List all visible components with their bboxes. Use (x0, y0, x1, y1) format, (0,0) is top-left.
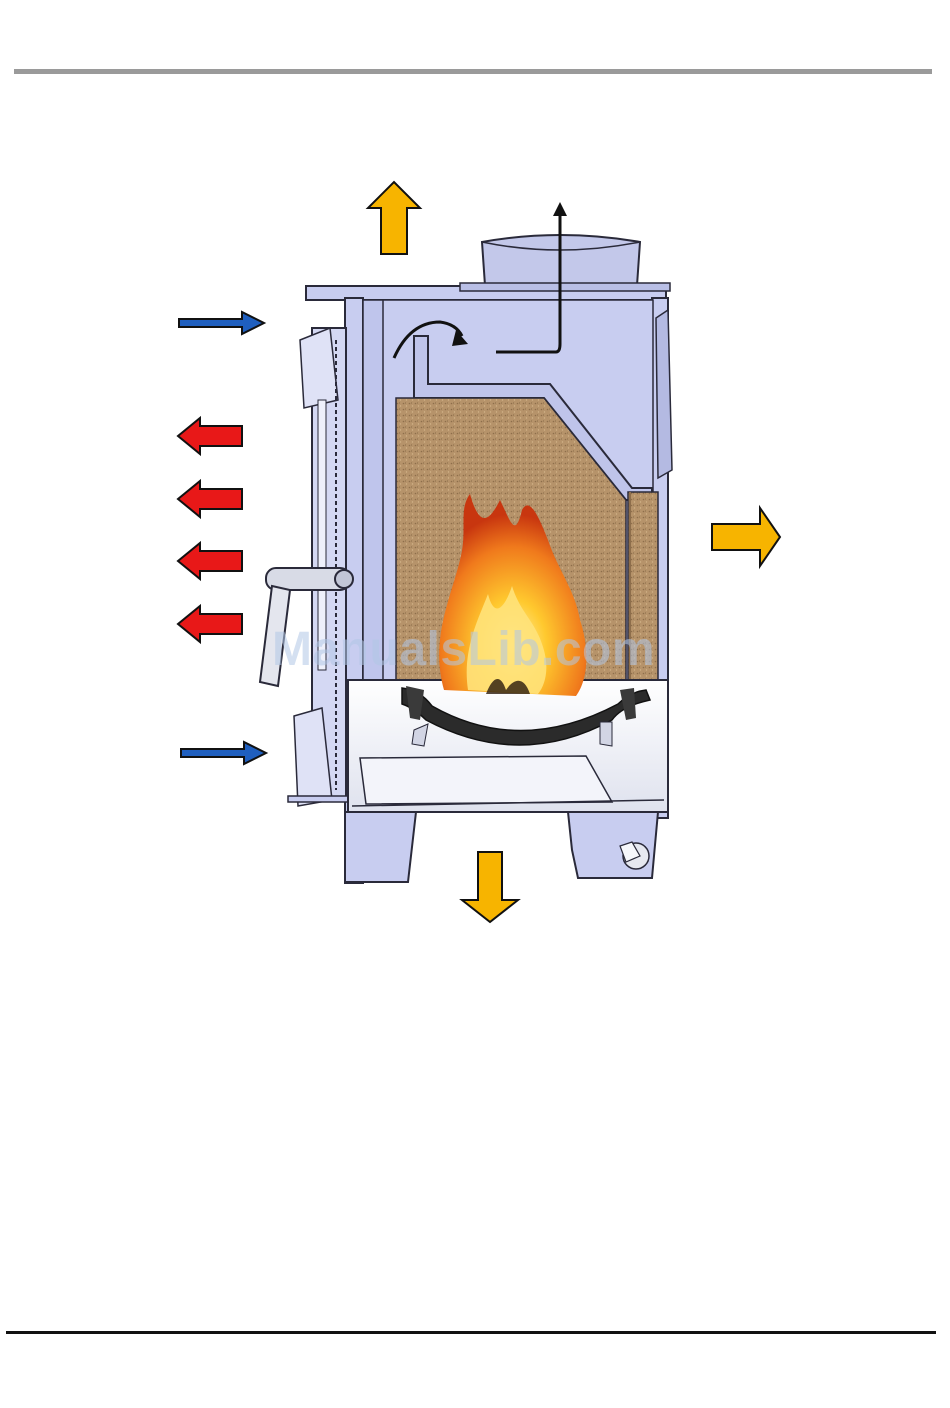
yellow-arrow-down-icon (462, 852, 518, 922)
rear-handle (656, 310, 672, 478)
front-leg (345, 812, 416, 882)
red-arrow-left-icon (178, 543, 242, 579)
blue-arrow-right-icon (179, 312, 264, 334)
watermark-text: ManualsLib.com (272, 622, 655, 677)
cold-air-arrows (179, 312, 266, 764)
yellow-arrow-up-icon (368, 182, 420, 254)
red-arrow-left-icon (178, 418, 242, 454)
red-arrow-left-icon (178, 481, 242, 517)
blue-arrow-right-icon (181, 742, 266, 764)
rear-leg (568, 812, 658, 878)
yellow-arrow-right-icon (712, 508, 780, 566)
bottom-rule (6, 1331, 936, 1334)
red-arrow-left-icon (178, 606, 242, 642)
warm-air-arrows (178, 418, 242, 642)
ash-tray (360, 756, 612, 804)
